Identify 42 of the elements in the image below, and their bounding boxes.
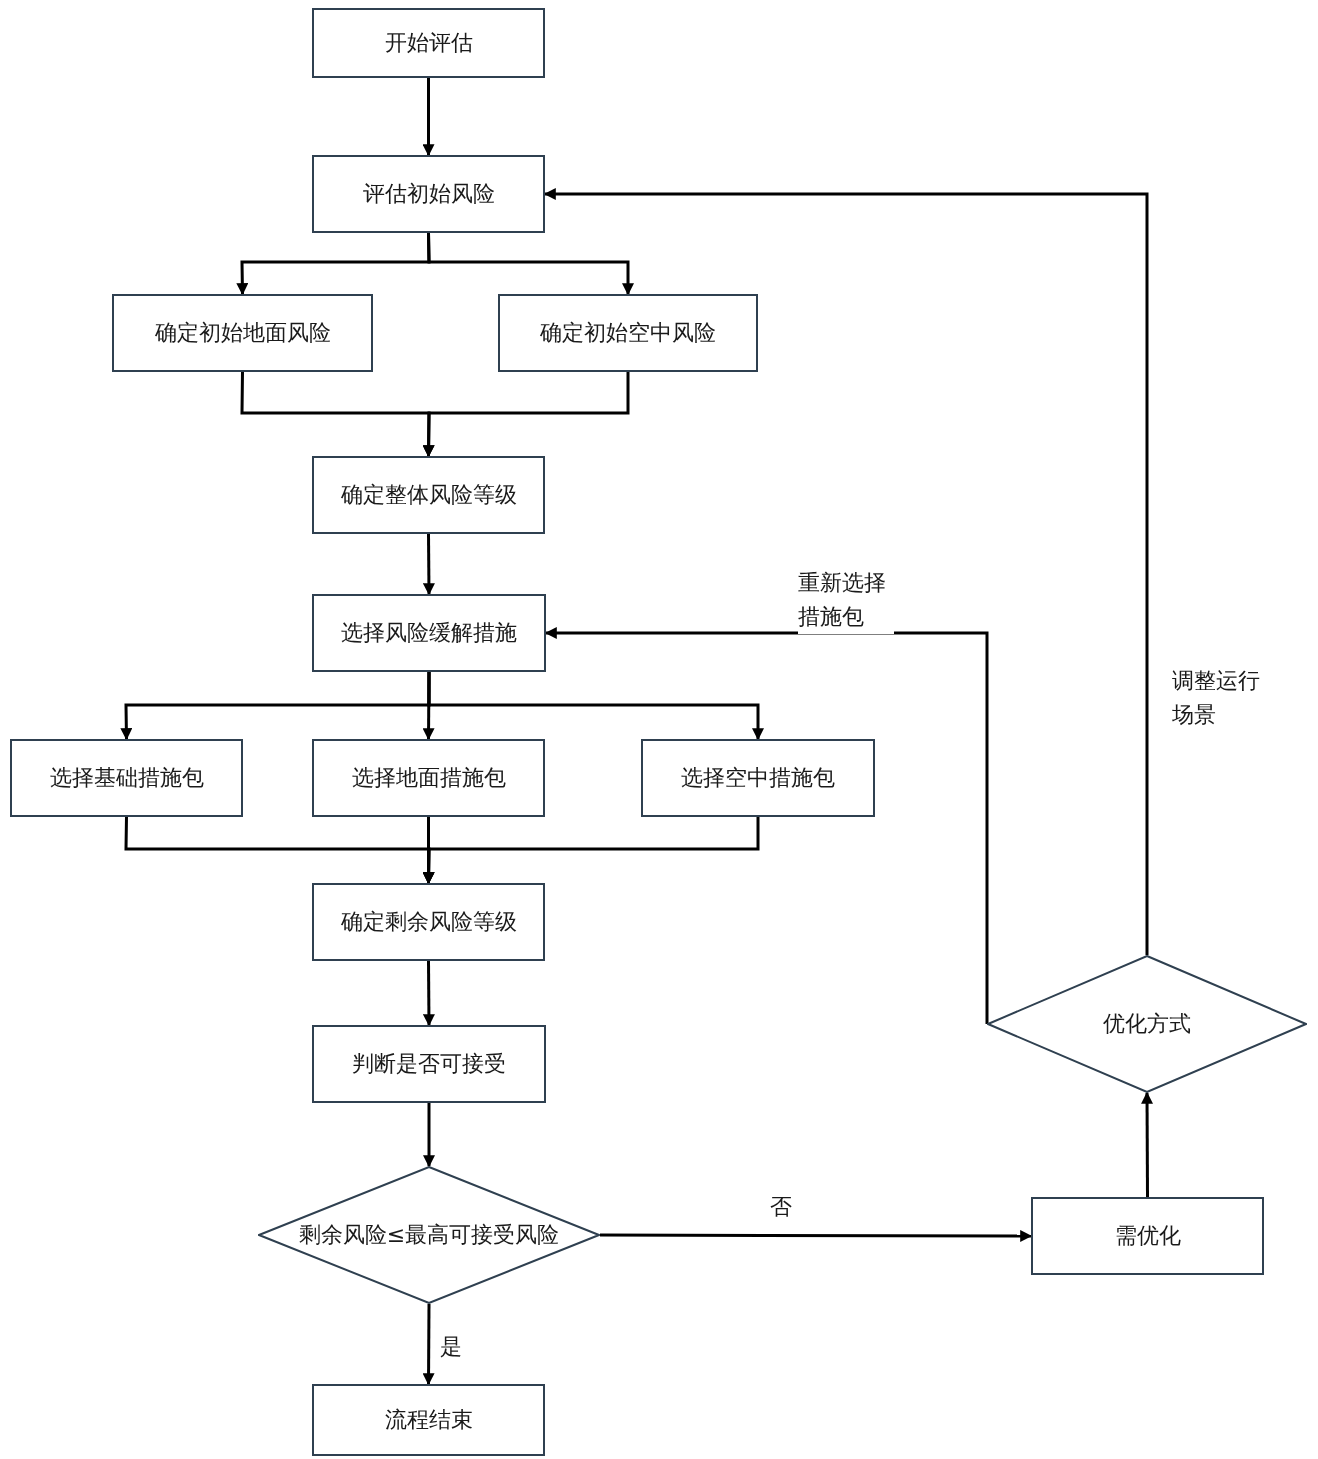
arrow — [422, 1304, 435, 1386]
process-box — [10, 739, 243, 817]
process-label: 需优化 — [1114, 1222, 1181, 1250]
arrow — [427, 232, 634, 296]
decision-diamond — [258, 1166, 600, 1304]
decision-label: 剩余风险≤最高可接受风险 — [298, 1221, 560, 1249]
decision-label: 优化方式 — [1103, 1010, 1191, 1038]
arrow — [423, 1103, 435, 1168]
process-label: 确定剩余风险等级 — [340, 908, 517, 936]
process-box — [312, 739, 545, 817]
arrow — [422, 78, 435, 157]
process-label: 选择空中措施包 — [681, 764, 835, 792]
process-box — [312, 594, 546, 672]
process-label: 开始评估 — [384, 29, 473, 57]
process-box — [641, 739, 875, 817]
process-label: 评估初始风险 — [362, 180, 495, 208]
process-box — [312, 883, 545, 961]
process-box — [498, 294, 758, 372]
process-box — [112, 294, 373, 372]
process-label: 确定整体风险等级 — [340, 481, 517, 509]
process-label: 选择地面措施包 — [351, 764, 506, 792]
process-label: 确定初始地面风险 — [154, 319, 331, 347]
process-label: 选择基础措施包 — [49, 764, 204, 792]
arrow — [422, 534, 435, 596]
arrow — [422, 817, 760, 885]
process-box — [312, 8, 545, 78]
process-label: 判断是否可接受 — [352, 1050, 506, 1078]
arrow — [422, 672, 435, 741]
process-box — [312, 155, 545, 233]
arrow — [427, 672, 764, 741]
process-box — [1031, 1197, 1264, 1275]
process-box — [312, 456, 545, 534]
process-box — [312, 1025, 546, 1103]
process-box — [312, 1384, 545, 1456]
arrow — [600, 1229, 1033, 1242]
decision-diamond — [987, 955, 1307, 1093]
arrow — [422, 372, 630, 458]
process-label: 选择风险缓解措施 — [341, 619, 517, 647]
arrow — [1141, 1091, 1154, 1197]
arrow — [422, 961, 435, 1027]
process-label: 确定初始空中风险 — [540, 319, 716, 347]
process-label: 流程结束 — [384, 1406, 473, 1434]
